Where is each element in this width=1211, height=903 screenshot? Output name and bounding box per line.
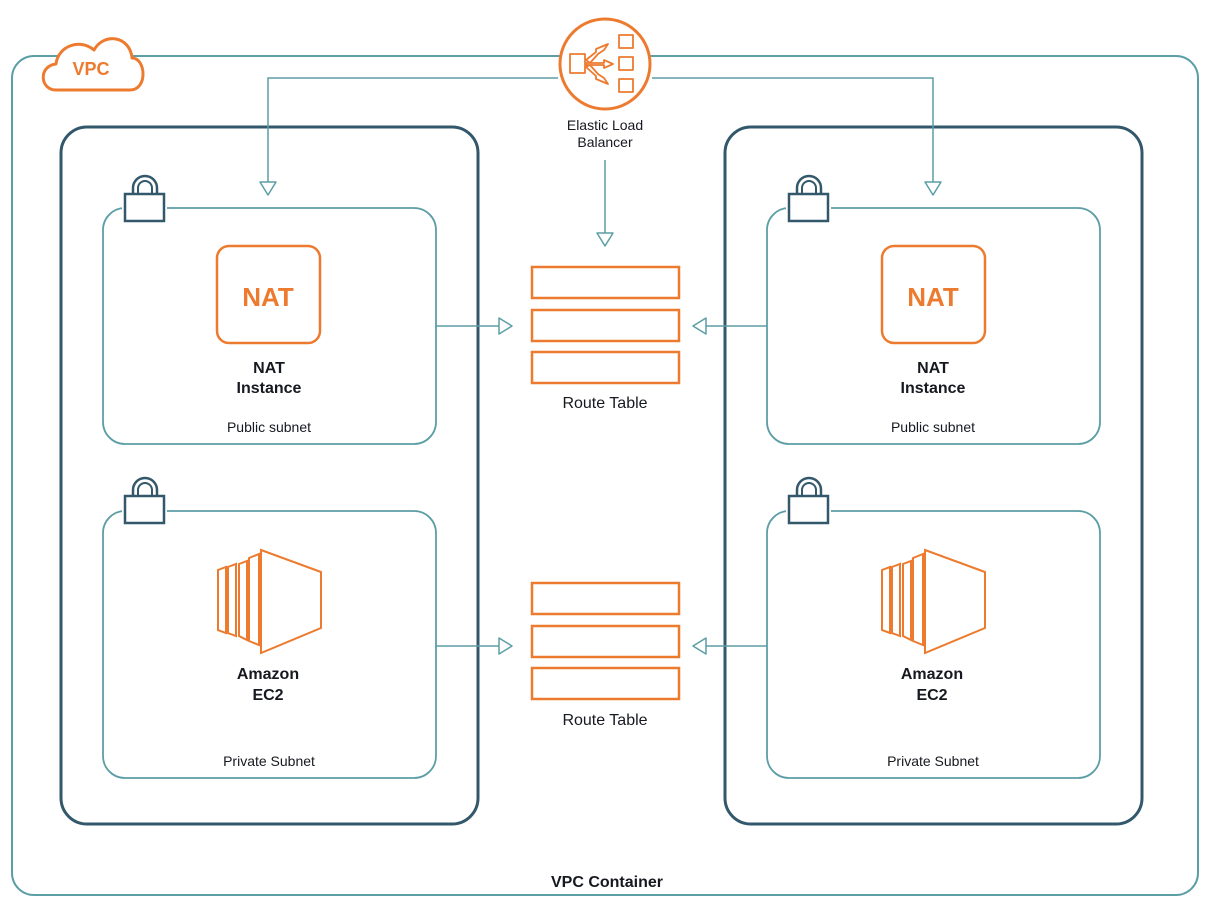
cloud-icon: [41, 37, 145, 92]
vpc-badge-label: VPC: [72, 59, 109, 79]
public-subnet-label: Public subnet: [891, 419, 975, 435]
lock-icon: [122, 173, 167, 226]
connectors: [267, 77, 934, 647]
elb-label-line1: Elastic Load: [567, 117, 643, 133]
arrowhead-left-top-route-table: [692, 317, 707, 335]
vpc-badge: VPC: [41, 37, 145, 92]
subnet-box: [102, 510, 437, 779]
public-subnet-label: Public subnet: [227, 419, 311, 435]
vpc-container-label: VPC Container: [551, 874, 663, 891]
private-subnet-label: Private Subnet: [223, 753, 315, 769]
nat-icon-text: NAT: [242, 282, 294, 312]
ec2-label-line1: Amazon: [901, 666, 963, 683]
ec2-label-line2: EC2: [916, 687, 947, 704]
route-table-icon: [530, 265, 681, 385]
nat-gateway-icon: NAT: [880, 244, 987, 345]
availability-zone-left: [59, 125, 480, 826]
nat-instance-label-line1: NAT: [253, 360, 285, 377]
nat-instance-label-line2: Instance: [901, 380, 966, 397]
arrowhead-left-bottom-route-table: [692, 637, 707, 655]
lock-icon: [786, 173, 831, 226]
connector-elb-to-right-subnet: [652, 77, 934, 182]
private-subnet-label: Private Subnet: [887, 753, 979, 769]
route-table-top: Route Table: [530, 265, 681, 412]
arrowhead-down-route-table: [596, 232, 614, 247]
connector-elb-to-left-subnet: [267, 77, 558, 182]
right-private-subnet: Amazon EC2 Private Subnet: [766, 475, 1101, 779]
nat-icon-text: NAT: [907, 282, 959, 312]
right-public-subnet: NAT NAT Instance Public subnet: [766, 173, 1101, 445]
arrowhead-right-top-route-table: [498, 317, 513, 335]
nat-instance-label-line2: Instance: [237, 380, 302, 397]
ec2-instance-icon: [217, 548, 322, 655]
ec2-label-line2: EC2: [252, 687, 283, 704]
left-private-subnet: Amazon EC2 Private Subnet: [102, 475, 437, 779]
route-table-label: Route Table: [562, 712, 647, 729]
route-table-icon: [530, 581, 681, 701]
route-table-bottom: Route Table: [530, 581, 681, 729]
route-table-label: Route Table: [562, 395, 647, 412]
arrowhead-down-left-subnet: [259, 181, 277, 196]
ec2-instance-icon: [881, 548, 986, 655]
nat-instance-label-line1: NAT: [917, 360, 949, 377]
elastic-load-balancer: Elastic Load Balancer: [558, 17, 652, 150]
nat-gateway-icon: NAT: [215, 244, 322, 345]
subnet-box: [766, 510, 1101, 779]
arrowheads: [259, 181, 942, 655]
load-balancer-glyph: [569, 34, 634, 93]
arrowhead-right-bottom-route-table: [498, 637, 513, 655]
arrowhead-down-right-subnet: [924, 181, 942, 196]
lock-icon: [122, 475, 167, 528]
elb-label-line2: Balancer: [577, 134, 633, 150]
left-public-subnet: NAT NAT Instance Public subnet: [102, 173, 437, 445]
lock-icon: [786, 475, 831, 528]
ec2-label-line1: Amazon: [237, 666, 299, 683]
